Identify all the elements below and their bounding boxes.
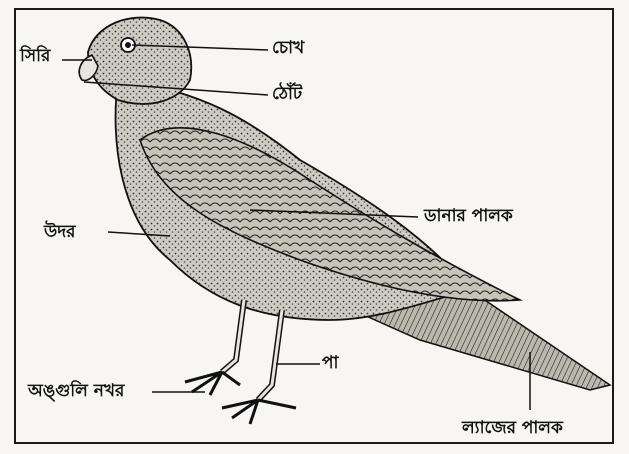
- label-eye: চোখ: [272, 40, 304, 57]
- label-wing-feather: ডানার পালক: [424, 208, 513, 225]
- label-tail-feather: ল্যাজের পালক: [462, 420, 563, 437]
- label-beak: ঠোঁট: [272, 86, 302, 103]
- label-toe-claw: অঙ্গুলি নখর: [28, 383, 124, 400]
- label-leg: পা: [322, 355, 338, 372]
- bird-head: [88, 18, 191, 104]
- label-cere: সিরি: [20, 48, 50, 65]
- label-belly: উদর: [44, 224, 76, 241]
- bird-toes-right: [222, 400, 296, 424]
